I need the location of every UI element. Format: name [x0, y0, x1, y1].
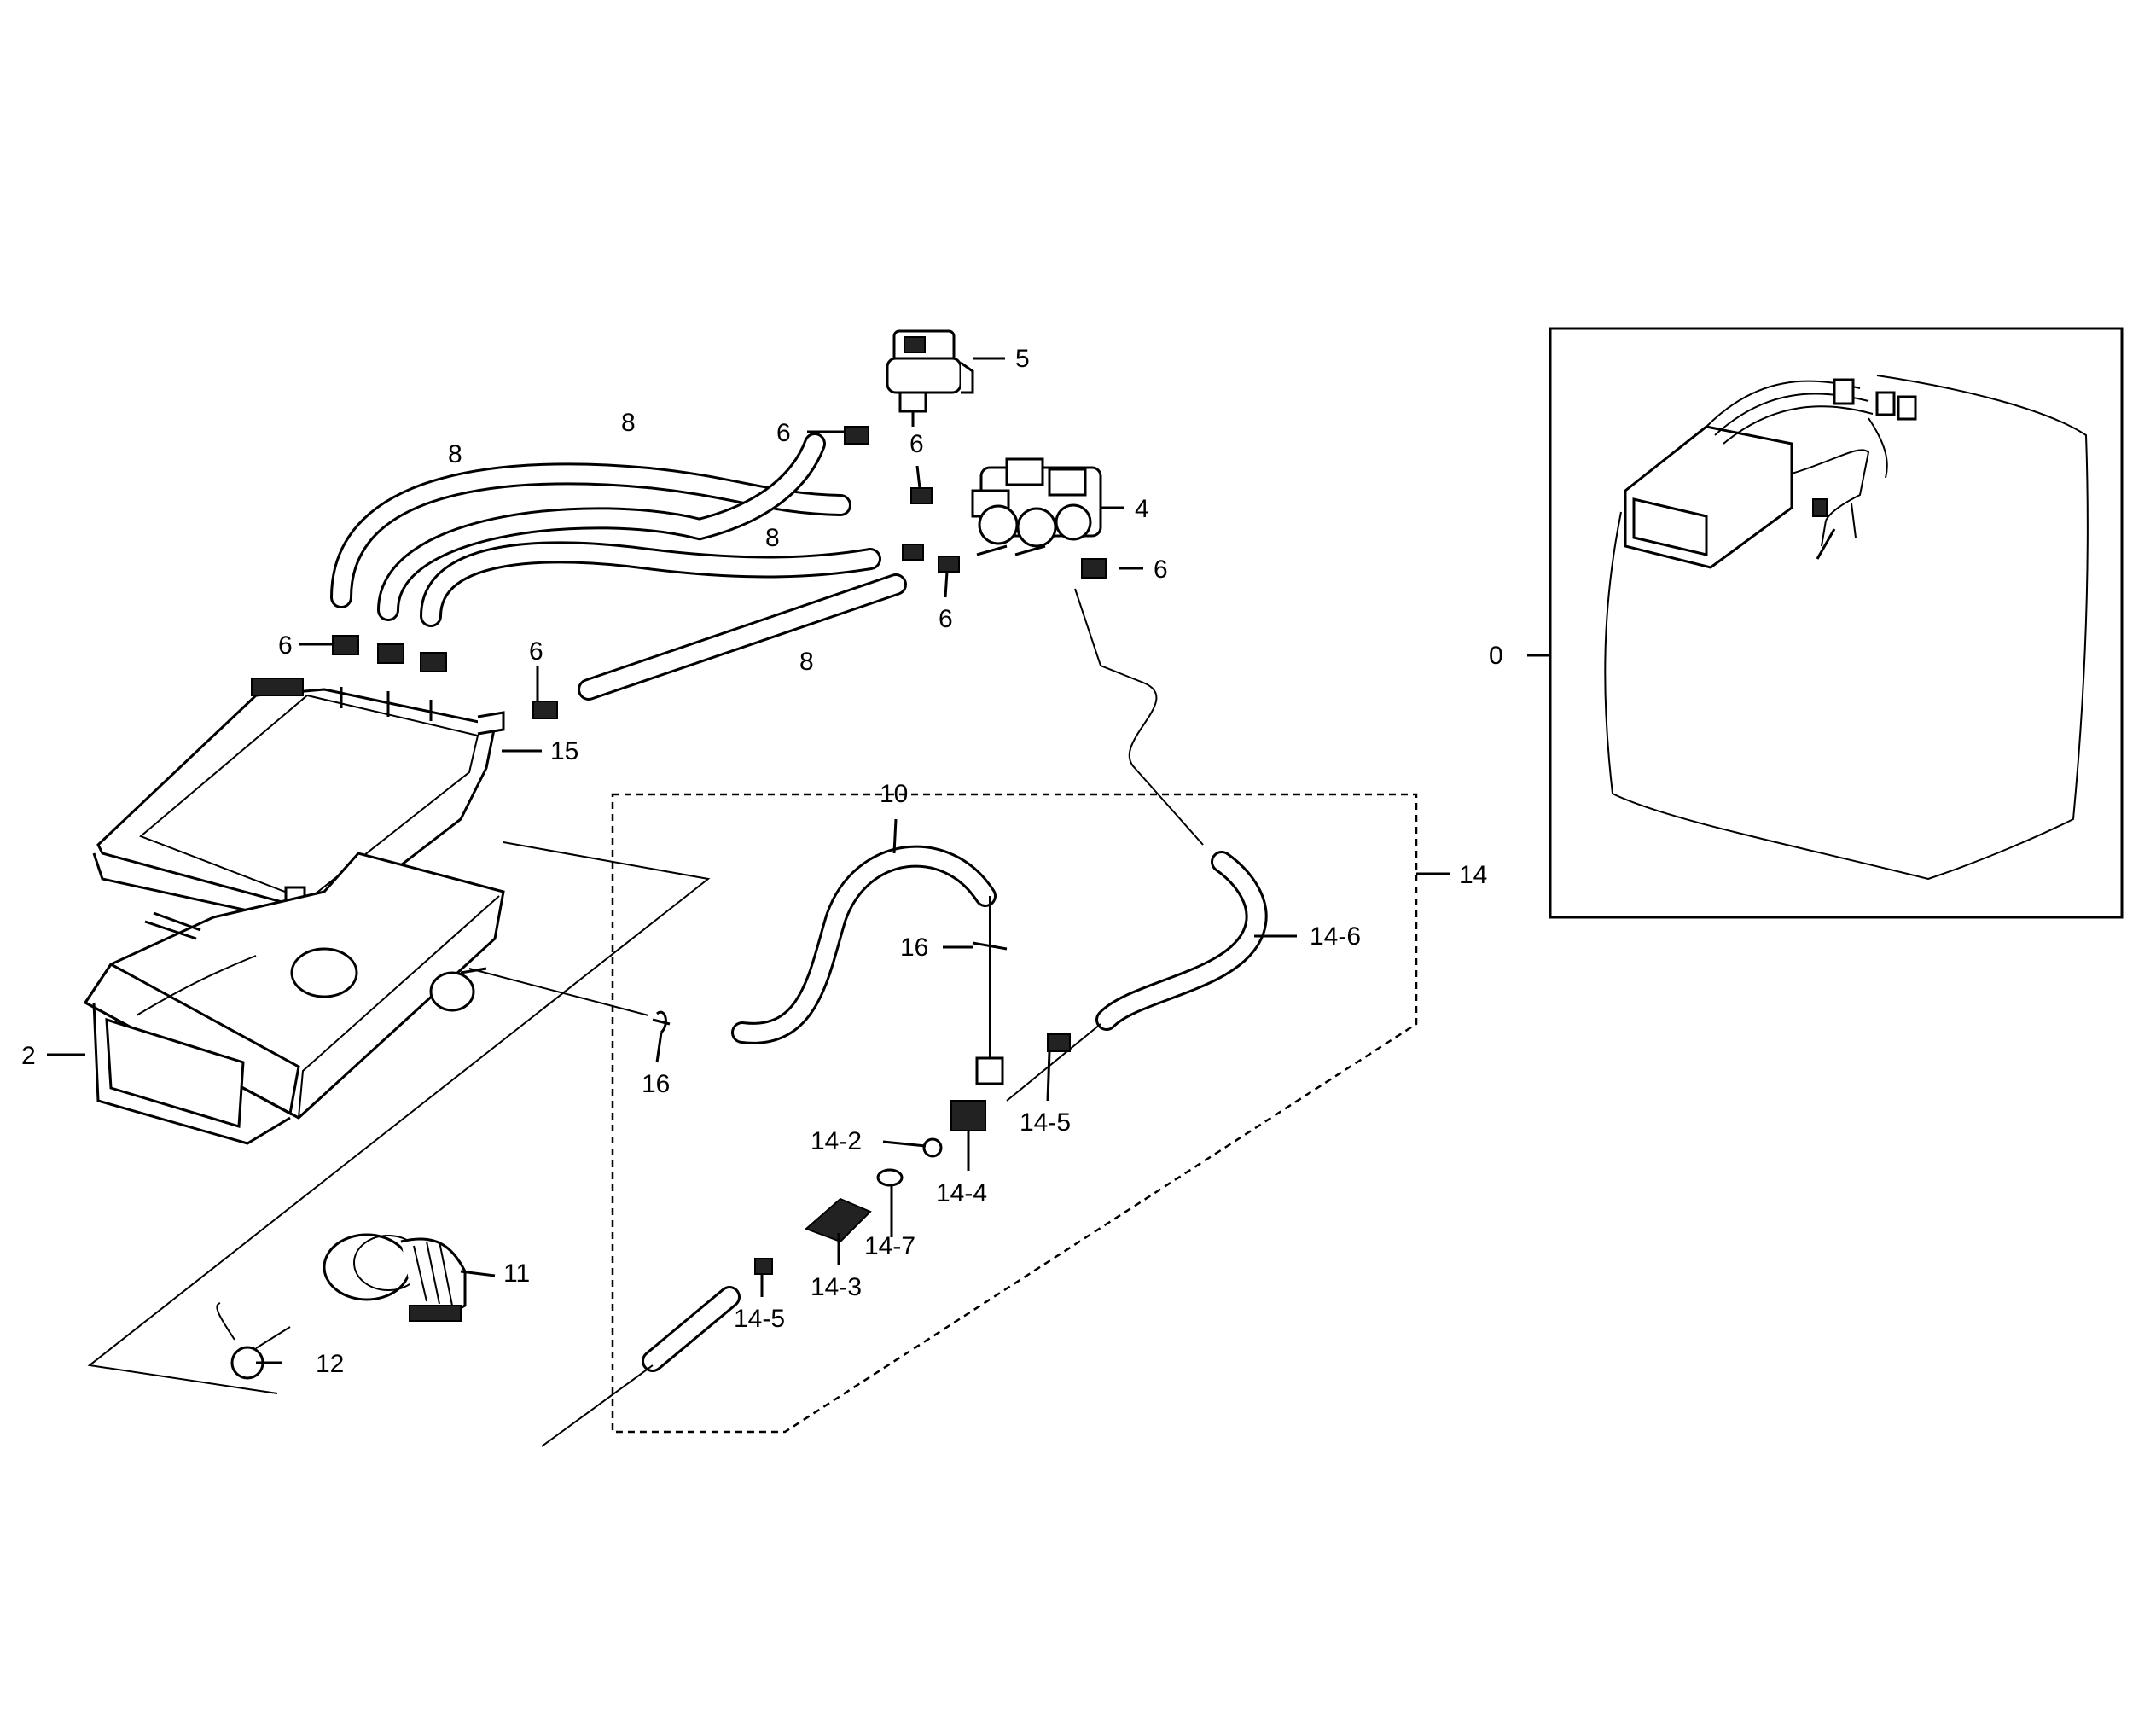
- callout-14-3: 14-3: [811, 1273, 862, 1301]
- callout-10: 10: [880, 780, 908, 808]
- callout-8: 8: [799, 648, 814, 676]
- callout-6: 6: [776, 419, 791, 447]
- bellows-11: [323, 1233, 467, 1322]
- dispenser-housing-2: [83, 852, 505, 1145]
- hose-assembly-boundary: [611, 793, 1418, 1434]
- water-valve-multi: [971, 457, 1102, 556]
- callout-15: 15: [550, 737, 578, 765]
- callout-16: 16: [642, 1070, 670, 1098]
- callout-12: 12: [316, 1350, 344, 1378]
- callout-14-6: 14-6: [1310, 922, 1361, 951]
- callout-8: 8: [765, 524, 780, 552]
- callout-14-2: 14-2: [811, 1127, 862, 1155]
- callout-5: 5: [1015, 345, 1030, 373]
- leader-lines: [47, 357, 1550, 1364]
- hose-clamps-6: [332, 426, 1107, 719]
- callout-6: 6: [1154, 556, 1168, 584]
- callout-4: 4: [1135, 495, 1149, 523]
- callout-14-4: 14-4: [936, 1179, 987, 1207]
- callout-2: 2: [21, 1042, 36, 1070]
- callout-8: 8: [448, 440, 462, 468]
- water-valve-single: [886, 329, 974, 427]
- callout-14-5: 14-5: [734, 1305, 785, 1333]
- clips-16: [468, 941, 1008, 1034]
- callout-6: 6: [278, 631, 293, 660]
- assembly-inset: [1549, 327, 2124, 919]
- callout-14: 14: [1459, 861, 1487, 889]
- assembly-thumbnail: [1624, 378, 1917, 569]
- hose-assembly-14: [541, 588, 1418, 1447]
- callout-11: 11: [503, 1259, 530, 1288]
- clamp-12: [216, 1302, 291, 1380]
- callout-14-5: 14-5: [1020, 1108, 1071, 1137]
- callout-6: 6: [529, 637, 543, 666]
- callout-0: 0: [1489, 642, 1503, 670]
- callout-8: 8: [621, 409, 636, 437]
- callout-16: 16: [900, 934, 928, 962]
- hoses-8: [330, 433, 907, 701]
- projection-frame: [87, 841, 711, 1394]
- callout-labels: 5 8 8 8 8 6 6 6 6 6 6 4 15 10 14 14-6 16…: [21, 345, 1503, 1378]
- callout-14-7: 14-7: [864, 1232, 915, 1260]
- callout-6: 6: [909, 430, 924, 458]
- callout-6: 6: [939, 605, 953, 633]
- hose-10: [731, 845, 997, 1044]
